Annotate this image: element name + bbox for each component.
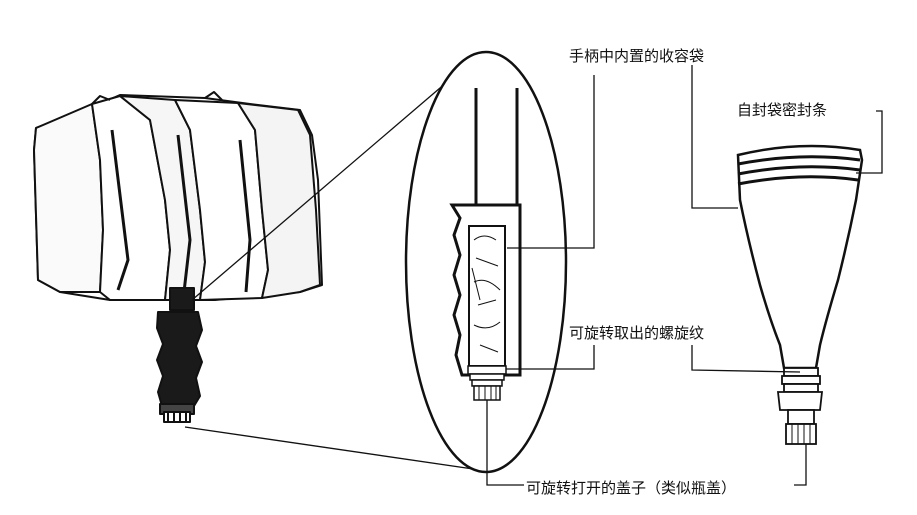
storage-bag bbox=[736, 144, 864, 445]
seal-strip-label: 自封袋密封条 bbox=[736, 101, 829, 119]
bag-cap bbox=[785, 423, 817, 445]
zoom-detail bbox=[404, 50, 568, 474]
screw-thread-label: 可旋转取出的螺旋纹 bbox=[568, 324, 706, 342]
umbrella-handle bbox=[156, 287, 203, 423]
folded-umbrella bbox=[33, 91, 323, 423]
bag-body bbox=[736, 144, 864, 370]
storage-bag-detail bbox=[468, 225, 506, 367]
zoom-connectors bbox=[184, 81, 481, 471]
storage-bag-label: 手柄中内置的收容袋 bbox=[568, 47, 706, 65]
cap-label: 可旋转打开的盖子（类似瓶盖） bbox=[525, 479, 738, 497]
bag-thread bbox=[776, 391, 824, 411]
umbrella-canopy bbox=[33, 91, 323, 301]
leader-lines bbox=[486, 65, 883, 486]
